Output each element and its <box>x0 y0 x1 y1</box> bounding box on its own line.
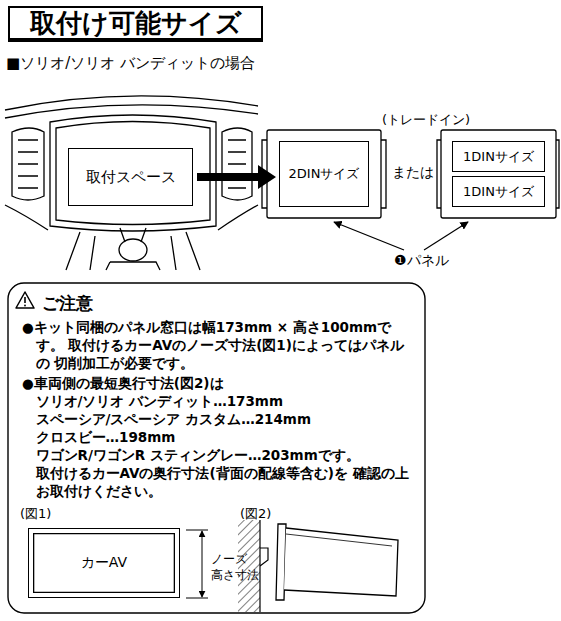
leader-line <box>334 222 468 250</box>
connector-word: または <box>392 164 434 182</box>
caution-text: ●キット同梱のパネル窓口は幅173mm × 高さ100mmです。 取付けるカーA… <box>22 318 415 372</box>
din-box: 1DINサイズ <box>452 176 545 207</box>
box-label: カーAV <box>81 554 127 572</box>
caution-text: ●車両側の最短奥行寸法(図2)は <box>22 374 415 392</box>
box-label: 2DINサイズ <box>289 165 360 183</box>
caution-heading: ご注意 <box>42 293 415 313</box>
caution-frame <box>8 283 425 613</box>
figure-label: (図2) <box>240 505 271 523</box>
dimension-label: ノーズ 高さ寸法 <box>211 552 263 583</box>
caution-text: ワゴンR/ワゴンR スティングレー…203mmです。 <box>22 446 415 464</box>
caution-text: スペーシア/スペーシア カスタム…214mm <box>22 410 415 428</box>
din-box: 1DINサイズ <box>452 141 545 172</box>
panel-outline <box>262 130 559 218</box>
box-label: 取付け可能サイズ <box>30 6 242 41</box>
section-heading: ■ソリオ/ソリオ バンディットの場合 <box>6 54 255 73</box>
title-box: 取付け可能サイズ <box>8 6 263 42</box>
caution-text: ソリオ/ソリオ バンディット…173mm <box>22 392 415 410</box>
figure-label: (図1) <box>20 505 51 523</box>
box-label: 取付スペース <box>86 168 176 187</box>
box-label: 1DINサイズ <box>463 148 534 166</box>
warning-icon <box>16 292 34 308</box>
dimension-line <box>186 530 208 598</box>
car-av-box: カーAV <box>28 528 180 598</box>
side-view-drawing <box>238 520 398 612</box>
box-label: 1DINサイズ <box>463 183 534 201</box>
note-label: (トレードイン) <box>382 111 470 129</box>
mount-space-box: 取付スペース <box>68 148 193 206</box>
caution-text: クロスビー…198mm <box>22 428 415 446</box>
caution-text: 取付けるカーAVの奥行寸法(背面の配線等含む)を 確認の上お取付けください。 <box>22 464 415 500</box>
callout-label: ❶パネル <box>394 252 449 270</box>
arrow-connector <box>197 165 276 189</box>
dashboard-drawing <box>5 96 258 270</box>
din-box: 2DINサイズ <box>279 141 369 207</box>
